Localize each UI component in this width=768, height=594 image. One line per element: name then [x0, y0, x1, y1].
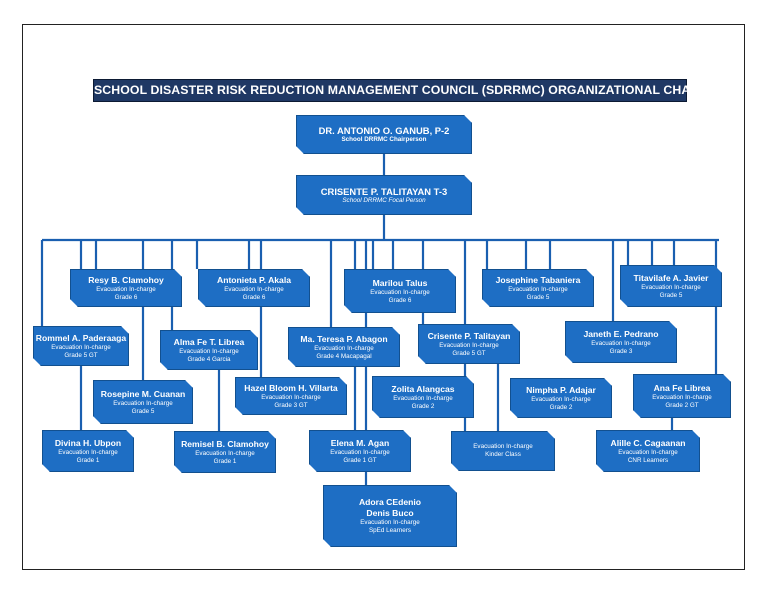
member-role: Evacuation In-charge	[473, 443, 533, 450]
member-role: Evacuation In-charge	[439, 341, 499, 349]
member-name: Crisente P. Talitayan	[427, 330, 511, 341]
chairperson-box: DR. ANTONIO O. GANUB, P-2 School DRRMC C…	[296, 115, 472, 154]
member-role: Evacuation In-charge	[360, 519, 420, 526]
member-role: Evacuation In-charge	[591, 339, 651, 347]
member-name: Remisel B. Clamohoy	[181, 438, 269, 449]
member-role: Evacuation In-charge	[393, 394, 453, 402]
member-role: Evacuation In-charge	[314, 344, 374, 352]
focal-person-role: School DRRMC Focal Person	[342, 196, 426, 204]
member-role: Evacuation In-charge	[261, 393, 321, 401]
member-grade: Kinder Class	[485, 451, 521, 458]
member-name: Resy B. Clamohoy	[88, 274, 164, 285]
member-name: Adora CEdenio	[358, 497, 422, 507]
member-grade: Grade 4 Macapagal	[316, 352, 372, 360]
chart-title: SCHOOL DISASTER RISK REDUCTION MANAGEMEN…	[93, 79, 707, 102]
chairperson-name: DR. ANTONIO O. GANUB, P-2	[318, 125, 450, 136]
member-name: Nimpha P. Adajar	[526, 384, 596, 395]
member-grade: CNR Learners	[627, 456, 669, 464]
chairperson-role: School DRRMC Chairperson	[341, 136, 427, 143]
member-name: Ma. Teresa P. Abagon	[300, 333, 388, 344]
member-name: Alille C. Cagaanan	[610, 437, 686, 448]
member-grade: Grade 2	[549, 403, 573, 411]
member-grade: Grade 5 GT	[452, 349, 486, 357]
member-role: Evacuation In-charge	[652, 393, 712, 401]
member-grade: Grade 5	[659, 291, 683, 299]
member-name: Janeth E. Pedrano	[583, 328, 659, 339]
member-name: Titavilafe A. Javier	[633, 272, 709, 283]
member-name: Alma Fe T. Librea	[173, 336, 245, 347]
member-grade: Grade 1	[213, 457, 237, 465]
member-name: Rommel A. Paderaaga	[35, 332, 127, 343]
member-name: Ana Fe Librea	[653, 382, 711, 393]
member-name: Rosepine M. Cuanan	[100, 388, 186, 399]
member-grade: Grade 1 GT	[343, 456, 377, 464]
member-role: Evacuation In-charge	[508, 285, 568, 293]
member-role: Evacuation In-charge	[96, 285, 156, 293]
member-grade: Grade 2 GT	[665, 401, 699, 409]
member-grade: Grade 6	[242, 293, 266, 301]
member-grade: Grade 6	[388, 296, 412, 304]
member-grade: Grade 2	[411, 402, 435, 410]
member-grade: Grade 3	[609, 347, 633, 355]
member-role: Evacuation In-charge	[58, 448, 118, 456]
member-grade: Grade 1	[76, 456, 100, 464]
member-role: Evacuation In-charge	[370, 288, 430, 296]
member-role: Evacuation In-charge	[224, 285, 284, 293]
member-role: Evacuation In-charge	[195, 449, 255, 457]
member-role: Evacuation In-charge	[179, 347, 239, 355]
member-role: Evacuation In-charge	[51, 343, 111, 351]
member-role: Evacuation In-charge	[531, 395, 591, 403]
member-grade: Grade 3 GT	[274, 401, 308, 409]
member-name: Josephine Tabaniera	[495, 274, 581, 285]
member-name-2: Denis Buco	[366, 508, 414, 518]
member-name: Hazel Bloom H. Villarta	[244, 382, 338, 393]
member-grade: Grade 5	[526, 293, 550, 301]
member-name: Antonieta P. Akala	[216, 274, 292, 285]
member-name: Divina H. Ubpon	[54, 437, 122, 448]
member-name: Elena M. Agan	[330, 437, 390, 448]
focal-person-name: CRISENTE P. TALITAYAN T-3	[320, 185, 448, 197]
member-grade: Grade 5	[131, 407, 155, 415]
member-grade: Grade 5 GT	[64, 351, 98, 359]
member-name: Zolita Alangcas	[391, 383, 455, 394]
member-role: Evacuation In-charge	[618, 448, 678, 456]
chart-frame	[22, 24, 745, 570]
member-grade: Grade 6	[114, 293, 138, 301]
member-role: Evacuation In-charge	[641, 283, 701, 291]
focal-person-box: CRISENTE P. TALITAYAN T-3 School DRRMC F…	[296, 175, 472, 215]
member-name: Marilou Talus	[372, 277, 428, 288]
member-role: Evacuation In-charge	[113, 399, 173, 407]
member-grade: Grade 4 Garcia	[187, 355, 231, 363]
member-grade: SpEd Learners	[368, 527, 411, 534]
member-role: Evacuation In-charge	[330, 448, 390, 456]
